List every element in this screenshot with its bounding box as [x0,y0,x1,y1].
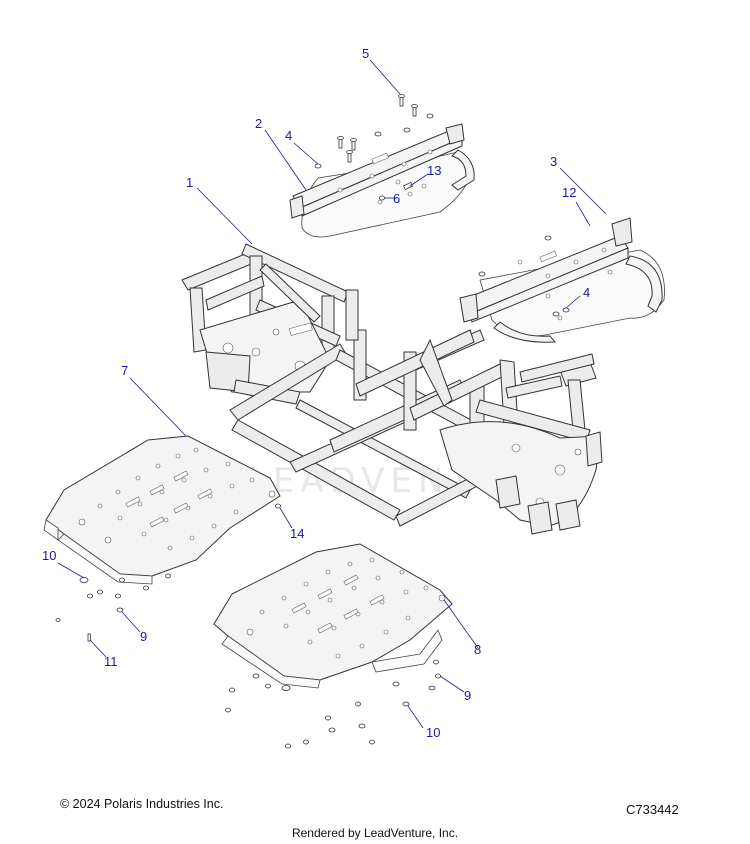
callout-12: 12 [562,185,576,200]
callout-4-upper: 4 [285,128,292,143]
callout-9-right: 9 [464,688,471,703]
callout-4-right: 4 [583,285,590,300]
diagram-code: C733442 [626,802,679,817]
callout-8: 8 [474,642,481,657]
skid-plate-7 [43,435,281,585]
callout-9-left: 9 [140,629,147,644]
skid-plate-8 [213,543,453,689]
seat-base-frame-3 [459,217,665,343]
copyright-text: © 2024 Polaris Industries Inc. [60,797,224,811]
callout-2: 2 [255,116,262,131]
callout-5: 5 [362,46,369,61]
callout-10-right: 10 [426,725,440,740]
callout-10-left: 10 [42,548,56,563]
callout-1: 1 [186,175,193,190]
callout-14: 14 [290,526,304,541]
fasteners [55,94,570,749]
rendered-by-text: Rendered by LeadVenture, Inc. [291,826,459,840]
callout-3: 3 [550,154,557,169]
chassis-frame-1 [181,243,603,535]
seat-base-frame-2 [289,123,475,238]
callout-11: 11 [104,654,118,669]
leader-lines [57,59,607,729]
callout-13: 13 [427,163,441,178]
callout-6: 6 [393,191,400,206]
callout-7: 7 [121,363,128,378]
callout-labels: 1 2 3 4 4 5 6 7 8 9 9 10 10 11 12 13 14 [42,46,590,740]
